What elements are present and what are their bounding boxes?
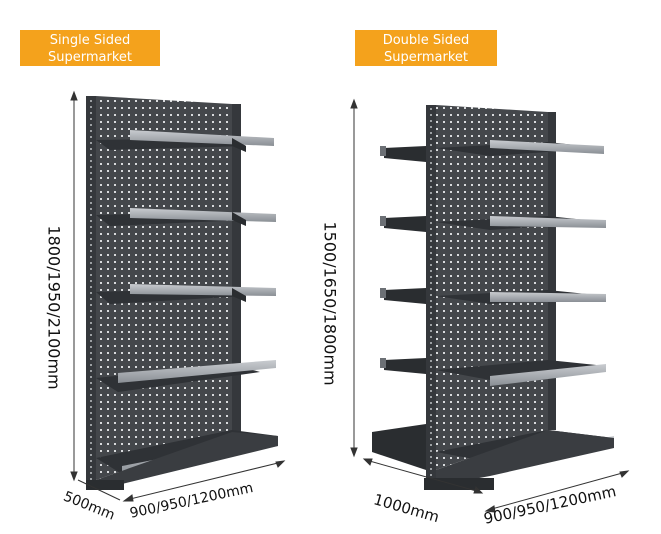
single-height-dimension: 1800/1950/2100mm	[44, 225, 64, 390]
double-dimension-lines	[350, 98, 630, 513]
double-title-line2: Supermarket Shelves	[384, 50, 468, 82]
single-title-line1: Single Sided	[49, 33, 131, 48]
single-sided-shelf	[86, 96, 278, 490]
single-sided-label: Single Sided Supermarket Shelves	[20, 30, 160, 82]
double-title-line1: Double Sided	[382, 33, 470, 48]
single-dimension-lines	[70, 90, 286, 502]
single-title-line2: Supermarket Shelves	[48, 50, 132, 82]
double-sided-shelf	[372, 105, 614, 490]
double-sided-label: Double Sided Supermarket Shelves	[355, 30, 497, 82]
double-height-dimension: 1500/1650/1800mm	[320, 221, 340, 386]
